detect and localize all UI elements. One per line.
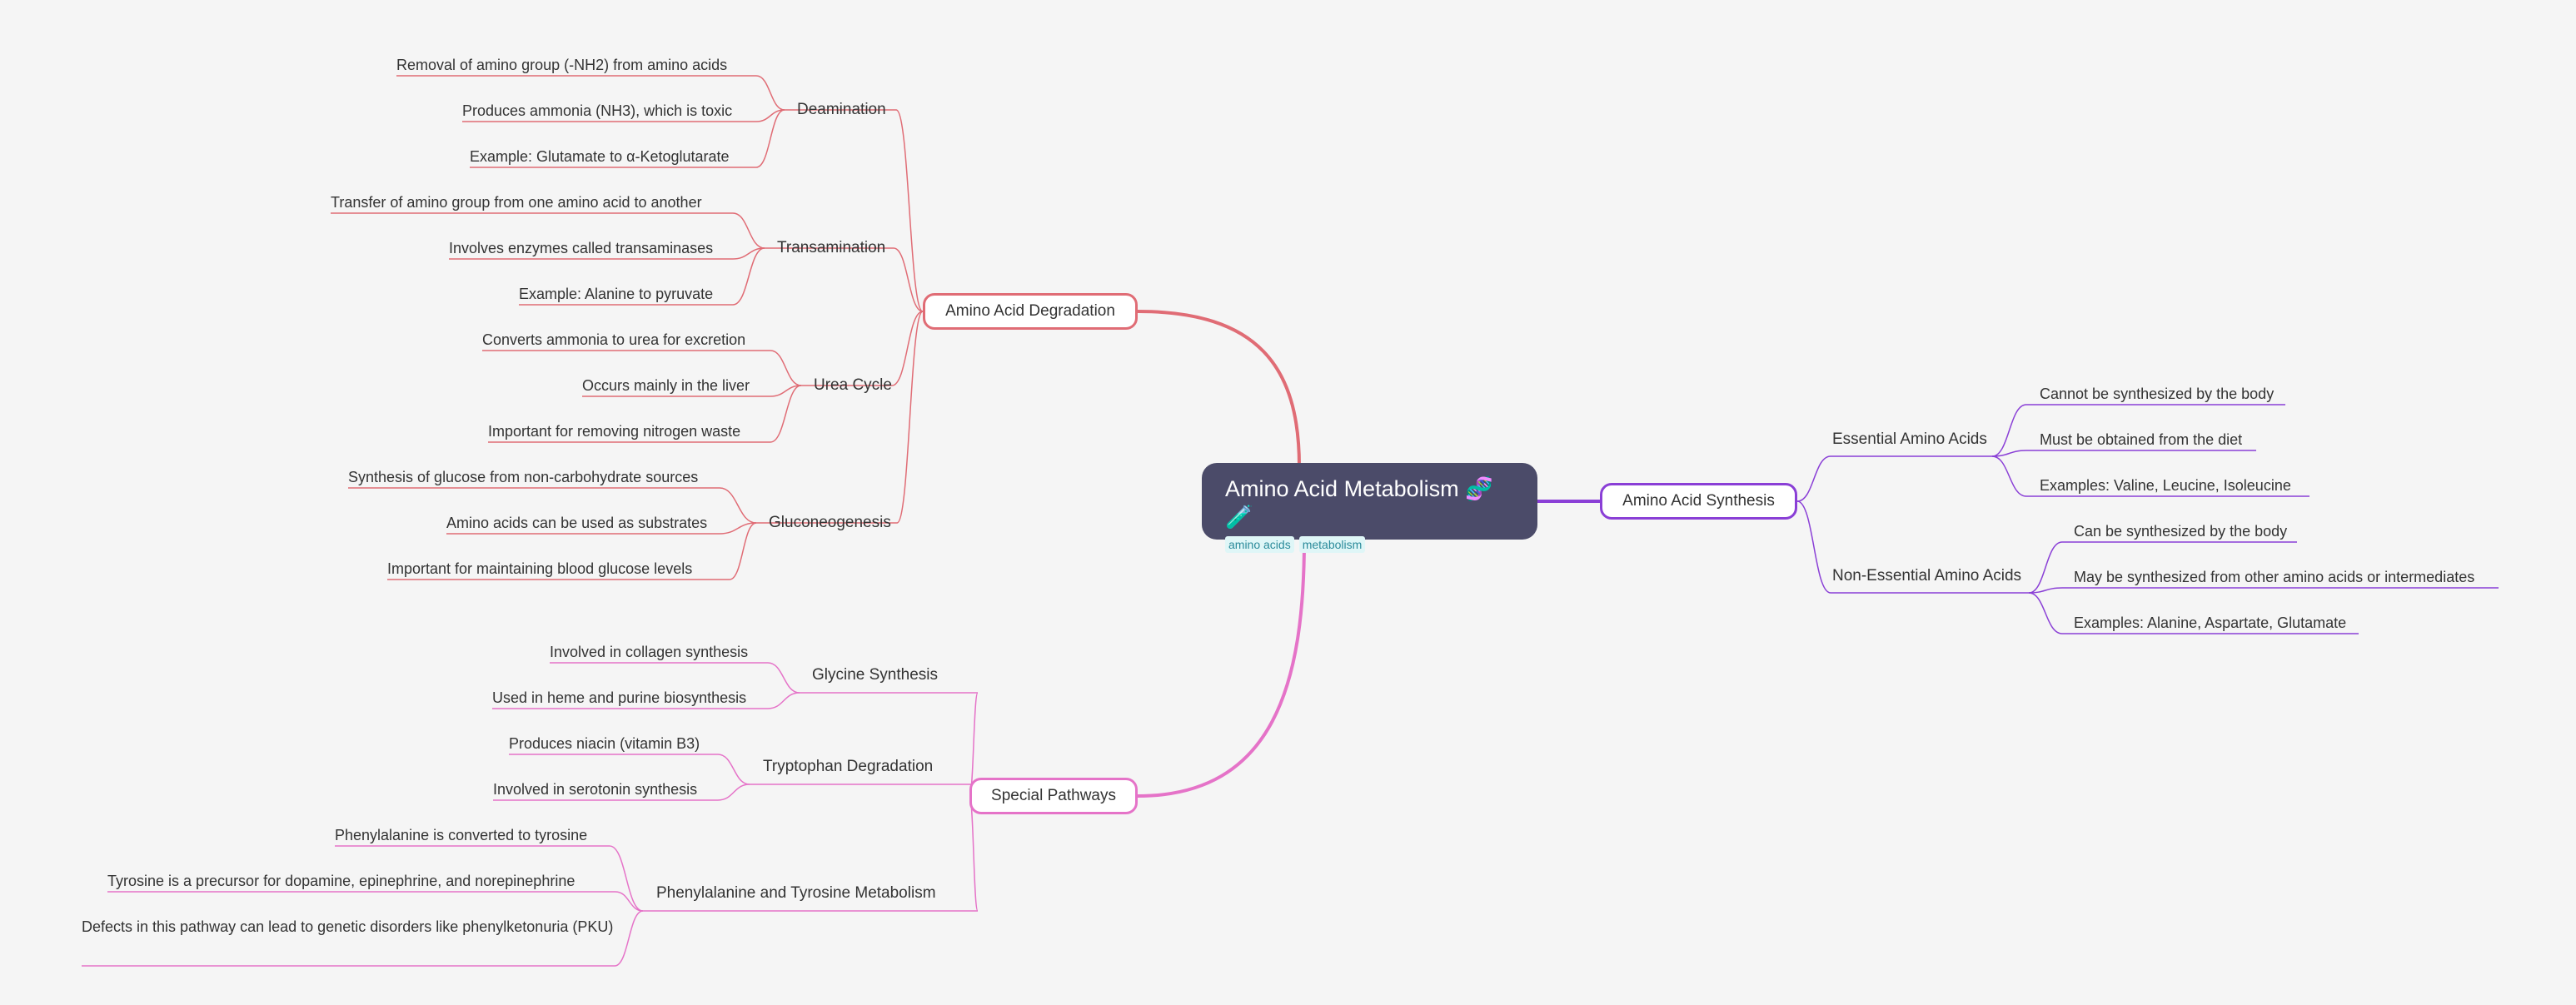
leaf-deamination-1: Removal of amino group (-NH2) from amino… <box>396 57 728 73</box>
edge-leaf-group <box>767 662 800 694</box>
edge-leaf-group <box>755 109 785 168</box>
leaf-deamination-2: Produces ammonia (NH3), which is toxic <box>462 102 733 119</box>
leaf-essential-1: Cannot be synthesized by the body <box>2040 386 2275 402</box>
edge-leaf-group <box>770 385 802 443</box>
root-title: Amino Acid Metabolism 🧬🧪 <box>1225 476 1493 530</box>
edge-group-leaf <box>1991 450 2027 457</box>
subtopic-non-essential-amino-acids[interactable]: Non-Essential Amino Acids <box>1832 567 2022 585</box>
edge-group-leaf <box>2028 592 2063 634</box>
leaf-essential-3: Examples: Valine, Leucine, Isoleucine <box>2040 477 2291 494</box>
leaf-gluconeogenesis-3: Important for maintaining blood glucose … <box>387 560 693 577</box>
edge-leaf-group <box>614 910 644 967</box>
edge-branch-group <box>1796 500 1831 594</box>
subtopic-transamination[interactable]: Transamination <box>777 239 886 256</box>
edge-leaf-group <box>719 487 757 524</box>
leaf-gluconeogenesis-1: Synthesis of glucose from non-carbohydra… <box>348 469 699 485</box>
edge-leaf-group <box>732 247 765 260</box>
edge-group-leaf <box>1991 455 2027 497</box>
leaf-non-essential-1: Can be synthesized by the body <box>2074 523 2288 540</box>
edge-leaf-group <box>770 350 802 386</box>
subtopic-tryptophan-degradation[interactable]: Tryptophan Degradation <box>763 758 934 775</box>
edge-leaf-group <box>609 845 644 912</box>
branch-amino-acid-degradation[interactable]: Amino Acid Degradation <box>923 293 1138 330</box>
leaf-glycine-1: Involved in collagen synthesis <box>550 644 749 660</box>
edge-leaf-group <box>719 522 757 535</box>
edge-leaf-group <box>755 75 785 111</box>
leaf-non-essential-3: Examples: Alanine, Aspartate, Glutamate <box>2074 614 2347 631</box>
edge-group-branch <box>893 247 924 312</box>
edge-leaf-group <box>717 754 750 785</box>
edge-group-leaf <box>1991 404 2027 457</box>
branch-amino-acid-synthesis[interactable]: Amino Acid Synthesis <box>1600 483 1797 520</box>
edge-leaf-group <box>770 385 802 397</box>
leaf-urea-cycle-2: Occurs mainly in the liver <box>582 377 750 394</box>
leaf-gluconeogenesis-2: Amino acids can be used as substrates <box>446 515 708 531</box>
leaf-transamination-3: Example: Alanine to pyruvate <box>519 286 714 302</box>
leaf-essential-2: Must be obtained from the diet <box>2040 431 2243 448</box>
edge-leaf-group <box>615 891 644 912</box>
leaf-phe-tyr-2: Tyrosine is a precursor for dopamine, ep… <box>107 873 575 889</box>
subtopic-gluconeogenesis[interactable]: Gluconeogenesis <box>769 514 891 531</box>
subtopic-glycine-synthesis[interactable]: Glycine Synthesis <box>812 666 939 684</box>
tag-amino-acids[interactable]: amino acids <box>1225 536 1294 553</box>
leaf-phe-tyr-3: Defects in this pathway can lead to gene… <box>82 918 614 935</box>
leaf-urea-cycle-3: Important for removing nitrogen waste <box>488 423 741 440</box>
edge-leaf-group <box>717 784 750 801</box>
leaf-phe-tyr-1: Phenylalanine is converted to tyrosine <box>335 827 588 843</box>
leaf-urea-cycle-1: Converts ammonia to urea for excretion <box>482 331 746 348</box>
subtopic-urea-cycle[interactable]: Urea Cycle <box>814 376 892 394</box>
leaf-non-essential-2: May be synthesized from other amino acid… <box>2074 569 2475 585</box>
edge-root-degradation <box>1137 310 1301 467</box>
edge-leaf-group <box>732 247 765 306</box>
subtopic-phenylalanine-tyrosine[interactable]: Phenylalanine and Tyrosine Metabolism <box>656 884 936 902</box>
edge-leaf-group <box>767 692 800 709</box>
edge-leaf-group <box>729 522 757 580</box>
subtopic-essential-amino-acids[interactable]: Essential Amino Acids <box>1832 430 1987 448</box>
edge-group-branch <box>891 311 924 386</box>
branch-special-pathways[interactable]: Special Pathways <box>969 778 1138 814</box>
subtopic-deamination[interactable]: Deamination <box>797 101 886 118</box>
leaf-glycine-2: Used in heme and purine biosynthesis <box>492 689 747 706</box>
leaf-tryptophan-1: Produces niacin (vitamin B3) <box>509 735 700 752</box>
leaf-deamination-3: Example: Glutamate to α-Ketoglutarate <box>470 148 730 165</box>
edge-group-leaf <box>2028 587 2063 594</box>
leaf-tryptophan-2: Involved in serotonin synthesis <box>493 781 698 798</box>
edge-leaf-group <box>732 212 765 249</box>
edge-root-special <box>1137 539 1306 798</box>
edge-group-branch <box>896 311 924 524</box>
leaf-transamination-2: Involves enzymes called transaminases <box>449 240 714 256</box>
edge-group-branch <box>895 109 924 312</box>
edge-branch-group <box>1796 455 1831 502</box>
leaf-transamination-1: Transfer of amino group from one amino a… <box>331 194 702 211</box>
edge-group-leaf <box>2028 541 2063 594</box>
tag-metabolism[interactable]: metabolism <box>1298 536 1366 553</box>
